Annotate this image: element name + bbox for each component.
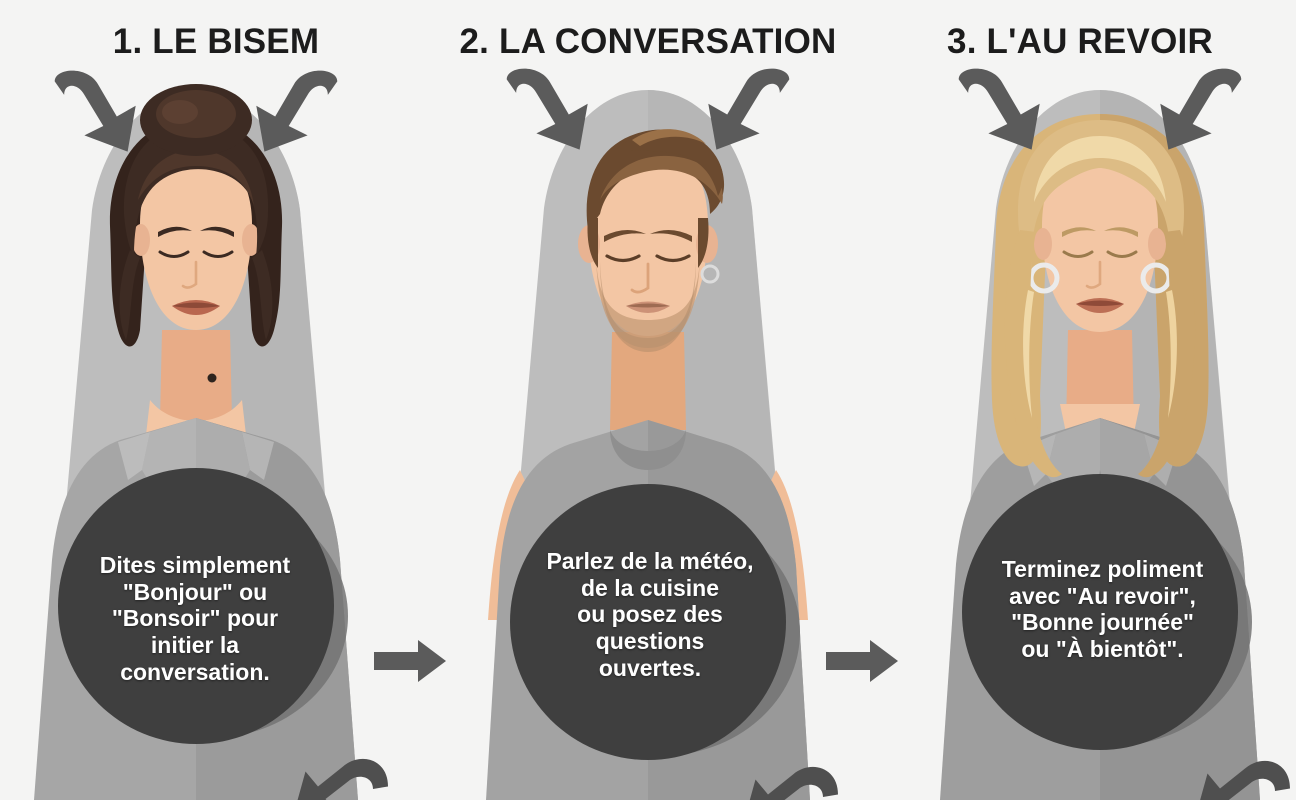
eye-left-1	[158, 250, 190, 258]
hair-highlight-1	[138, 150, 254, 206]
nose-1	[181, 260, 198, 289]
ear-right-3	[1148, 228, 1166, 260]
eyebrow-left-1	[158, 226, 192, 237]
hair-shine-right-3	[1166, 290, 1177, 418]
stubble-2	[596, 250, 700, 348]
earring-hoop-right-3	[1140, 262, 1172, 294]
eye-right-3	[1106, 250, 1138, 258]
face-3	[1042, 146, 1158, 332]
hair-strand-right-1	[252, 250, 273, 340]
bubble-text-1: Dites simplement "Bonjour" ou "Bonsoir" …	[99, 552, 291, 685]
ear-right-1	[242, 224, 260, 256]
hair-shine-left-3	[1023, 290, 1034, 418]
nose-2	[630, 262, 650, 294]
eyebrow-right-2	[650, 229, 692, 242]
panel-title-1: 1. LE BISEM	[112, 22, 320, 61]
eyebrow-right-3	[1104, 227, 1138, 237]
bubble-circle-3	[962, 474, 1238, 750]
face-2	[588, 142, 708, 336]
hair-strand-left-1	[119, 250, 140, 340]
collar-right-1	[242, 432, 274, 480]
face-1	[140, 150, 252, 330]
hair-bun-swirl-1	[162, 100, 198, 124]
hair-front-highlight-3	[1034, 136, 1166, 202]
ear-left-1	[132, 224, 150, 256]
eyebrow-left-3	[1062, 227, 1096, 237]
eye-left-3	[1062, 250, 1094, 258]
eye-left-2	[605, 254, 641, 263]
bubble-circle-2	[510, 484, 786, 760]
hair-side-right-3	[1138, 230, 1196, 478]
sideburn-left-2	[587, 218, 598, 268]
bubble-text-2: Parlez de la météo, de la cuisine ou pos…	[546, 548, 754, 681]
sideburn-right-2	[698, 218, 709, 268]
lips-line-1	[172, 302, 220, 308]
hair-front-1	[123, 124, 269, 256]
eyebrow-left-2	[604, 229, 646, 242]
neck-2	[610, 332, 686, 430]
tshirt-neckline-2	[610, 430, 686, 470]
bubble-circle-1	[58, 468, 334, 744]
ear-left-3	[1034, 228, 1052, 260]
hair-quiff-2	[616, 130, 723, 196]
earring-hoop-2	[700, 264, 720, 284]
bubble-3	[962, 474, 1252, 750]
lips-line-3	[1076, 300, 1124, 306]
bubble-1	[58, 468, 348, 744]
panel-title-3: 3. L'AU REVOIR	[947, 22, 1213, 61]
hair-side-left-3	[1004, 230, 1062, 478]
hair-highlight-2	[600, 155, 723, 204]
eyebrow-right-1	[200, 226, 234, 237]
eye-right-2	[655, 254, 691, 263]
collar-left-1	[118, 432, 150, 480]
panel-title-2: 2. LA CONVERSATION	[459, 22, 837, 61]
earring-hoop-left-3	[1028, 262, 1060, 294]
hair-quiff-highlight-2	[632, 129, 706, 146]
eye-right-1	[202, 250, 234, 258]
bubble-2	[510, 484, 800, 760]
beauty-mark-1	[207, 373, 217, 383]
lips-line-2	[626, 303, 670, 308]
nose-3	[1085, 260, 1102, 289]
bubble-text-3: Terminez poliment avec "Au revoir", "Bon…	[1001, 556, 1204, 663]
neck-1	[160, 330, 232, 420]
